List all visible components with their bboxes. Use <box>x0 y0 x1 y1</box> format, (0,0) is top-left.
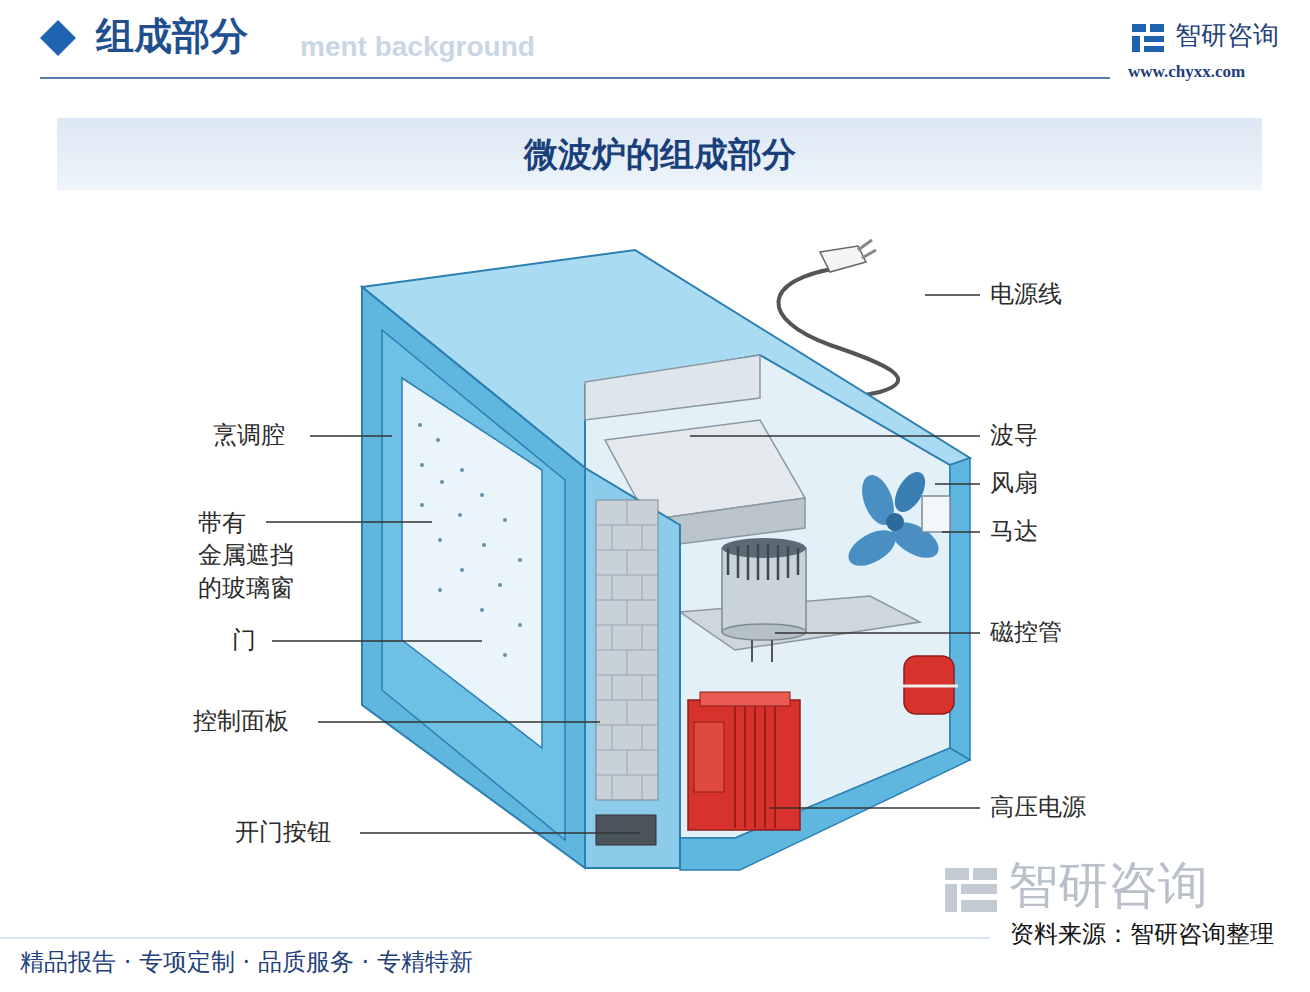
door <box>362 287 585 868</box>
magnetron <box>722 538 806 662</box>
door-frame <box>382 330 565 840</box>
brand-watermark: 智研咨询 <box>1008 860 1208 910</box>
part-label: 马达 <box>990 517 1038 546</box>
part-label: 波导 <box>990 421 1038 450</box>
part-label: 磁控管 <box>990 618 1062 647</box>
door-button <box>596 815 656 845</box>
source-note: 资料来源：智研咨询整理 <box>1010 920 1274 949</box>
footer-slogan: 精品报告 · 专项定制 · 品质服务 · 专精特新 <box>20 948 473 977</box>
high-voltage-transformer <box>688 692 800 830</box>
part-label: 门 <box>232 626 256 655</box>
motor <box>922 496 950 532</box>
footer-rule <box>0 938 990 939</box>
leader-lines <box>266 295 980 833</box>
glass-window <box>402 378 542 748</box>
control-panel-face <box>585 468 680 868</box>
header-diamond <box>40 20 76 56</box>
panel-keys <box>596 500 658 800</box>
part-label: 电源线 <box>990 280 1062 309</box>
part-label: 风扇 <box>990 469 1038 498</box>
logo-icon <box>1132 24 1164 52</box>
part-label: 带有 金属遮挡 的玻璃窗 <box>198 507 304 604</box>
banner-title: 微波炉的组成部分 <box>524 134 796 175</box>
part-label: 开门按钮 <box>235 818 331 847</box>
side-wall <box>950 458 970 760</box>
title-banner: 微波炉的组成部分 <box>57 118 1262 190</box>
control-panel <box>596 500 658 800</box>
part-label: 烹调腔 <box>213 421 285 450</box>
plug <box>820 240 876 272</box>
brand-name: 智研咨询 <box>1175 20 1279 51</box>
top-vent <box>585 355 760 420</box>
header-rule <box>40 77 1110 79</box>
part-label: 高压电源 <box>990 793 1086 822</box>
page-heading: 组成部分 <box>96 14 248 60</box>
logo-icon-large <box>945 868 997 912</box>
capacitor <box>900 656 958 714</box>
part-label: 控制面板 <box>193 707 289 736</box>
window-dots <box>418 423 522 657</box>
watermark: ment background <box>300 30 535 64</box>
website: www.chyxx.com <box>1128 62 1245 82</box>
